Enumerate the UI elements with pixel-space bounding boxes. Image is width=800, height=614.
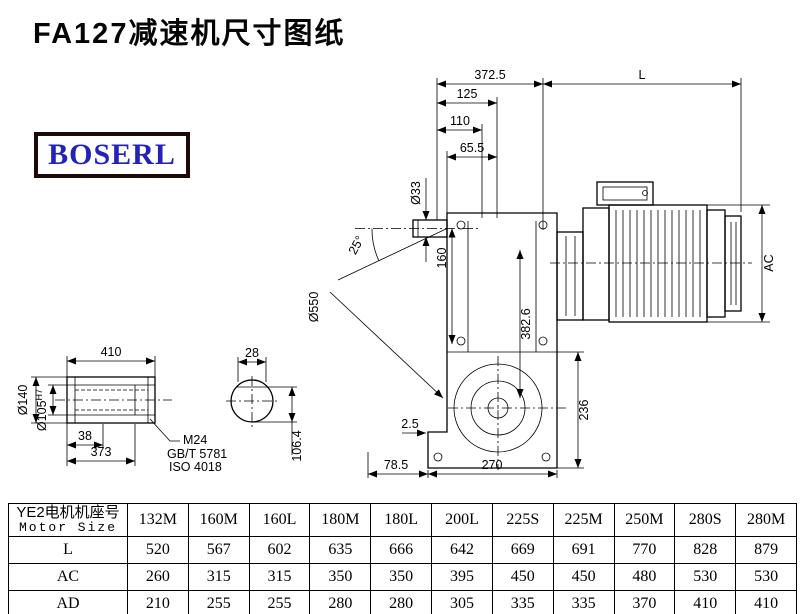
table-header-motor-size: YE2电机机座号 Motor Size bbox=[8, 502, 128, 538]
row-label: AC bbox=[8, 563, 128, 592]
dimension-value: 691 bbox=[552, 536, 615, 565]
table-header-row: YE2电机机座号 Motor Size 132M 160M 160L 180M … bbox=[8, 502, 797, 538]
motor-size-header: 225S bbox=[491, 502, 554, 538]
page-title: FA127减速机尺寸图纸 bbox=[33, 18, 346, 50]
dim-label-L: L bbox=[639, 68, 646, 82]
dimension-value: 450 bbox=[552, 563, 615, 592]
dim-label-372-5: 372.5 bbox=[474, 68, 505, 82]
dimension-value: 666 bbox=[370, 536, 433, 565]
dim-label-373: 373 bbox=[91, 445, 112, 459]
dim-label-dia33: Ø33 bbox=[409, 181, 423, 205]
dimension-value: 255 bbox=[187, 590, 250, 614]
dimension-lines-top: 372.5 L 125 110 65.5 bbox=[436, 68, 742, 230]
dim-label-236: 236 bbox=[577, 400, 591, 421]
label-m24: M24 bbox=[183, 433, 207, 447]
dim-label-dia140: Ø140 bbox=[16, 385, 30, 416]
technical-drawing: 372.5 L 125 110 65.5 Ø33 160 25° Ø550 38… bbox=[16, 68, 776, 478]
motor-size-header: 200L bbox=[431, 502, 493, 538]
boserl-logo-text: BOSERL bbox=[48, 138, 176, 171]
dim-label-AC: AC bbox=[762, 254, 776, 271]
hollow-shaft-detail: 410 Ø140 Ø105H7 38 373 M24 GB/T 5781 ISO… bbox=[16, 345, 227, 474]
gearbox-housing bbox=[355, 212, 566, 470]
dim-label-125: 125 bbox=[457, 87, 478, 101]
dim-label-28: 28 bbox=[245, 346, 259, 360]
motor-size-header: 160L bbox=[248, 502, 311, 538]
dimension-value: 520 bbox=[127, 536, 189, 565]
motor-size-header: 280M bbox=[735, 502, 797, 538]
dim-label-160: 160 bbox=[435, 248, 449, 269]
dimension-value: 602 bbox=[248, 536, 311, 565]
table-row-L: L 520 567 602 635 666 642 669 691 770 82… bbox=[8, 536, 797, 565]
shaft-cross-section: 28 106.4 bbox=[226, 346, 304, 462]
motor-size-header: 250M bbox=[613, 502, 676, 538]
terminal-box bbox=[596, 181, 654, 206]
dimension-value: 335 bbox=[491, 590, 554, 614]
dimension-value: 395 bbox=[431, 563, 493, 592]
motor-size-header: 180L bbox=[370, 502, 433, 538]
dimension-value: 642 bbox=[431, 536, 493, 565]
motor bbox=[550, 181, 752, 323]
motor-size-header: 280S bbox=[674, 502, 737, 538]
dim-label-270: 270 bbox=[482, 458, 503, 472]
dim-label-110: 110 bbox=[450, 114, 470, 128]
dimension-value: 315 bbox=[248, 563, 311, 592]
table-row-AD: AD 210 255 255 280 280 305 335 335 370 4… bbox=[8, 590, 797, 614]
dim-label-dia550: Ø550 bbox=[307, 292, 321, 323]
dimension-value: 335 bbox=[552, 590, 615, 614]
dim-label-25deg: 25° bbox=[346, 233, 367, 256]
dimension-value: 530 bbox=[674, 563, 737, 592]
dimension-value: 210 bbox=[127, 590, 189, 614]
table-row-AC: AC 260 315 315 350 350 395 450 450 480 5… bbox=[8, 563, 797, 592]
dimension-value: 280 bbox=[370, 590, 433, 614]
dimension-value: 828 bbox=[674, 536, 737, 565]
dimension-value: 410 bbox=[674, 590, 737, 614]
dimension-lines-center: Ø33 160 25° Ø550 382.6 AC 236 bbox=[307, 178, 776, 469]
dimension-value: 879 bbox=[735, 536, 797, 565]
dimension-value: 260 bbox=[127, 563, 189, 592]
motor-size-header: 160M bbox=[187, 502, 250, 538]
dimension-value: 315 bbox=[187, 563, 250, 592]
motor-size-label-cn: YE2电机机座号 bbox=[16, 504, 120, 521]
dia105-value: Ø105 bbox=[35, 400, 49, 431]
dim-label-2-5: 2.5 bbox=[401, 417, 418, 431]
row-label: AD bbox=[8, 590, 128, 614]
dimension-value: 450 bbox=[491, 563, 554, 592]
dimension-value: 350 bbox=[370, 563, 433, 592]
motor-size-label-en: Motor Size bbox=[18, 520, 117, 536]
dim-label-dia105H7: Ø105H7 bbox=[34, 389, 49, 431]
dimension-value: 530 bbox=[735, 563, 797, 592]
dimension-value: 567 bbox=[187, 536, 250, 565]
dimension-value: 280 bbox=[309, 590, 372, 614]
dimension-value: 770 bbox=[613, 536, 676, 565]
motor-size-header: 132M bbox=[127, 502, 189, 538]
dim-label-382-6: 382.6 bbox=[519, 308, 533, 339]
dia105-tolerance: H7 bbox=[34, 389, 44, 401]
motor-size-header: 225M bbox=[552, 502, 615, 538]
dimension-value: 350 bbox=[309, 563, 372, 592]
dim-label-38: 38 bbox=[78, 429, 92, 443]
dimension-value: 480 bbox=[613, 563, 676, 592]
label-iso-4018: ISO 4018 bbox=[169, 460, 222, 474]
label-gbt-5781: GB/T 5781 bbox=[167, 447, 227, 461]
dim-label-65-5: 65.5 bbox=[460, 141, 484, 155]
dimension-lines-bottom: 2.5 78.5 270 bbox=[367, 417, 558, 478]
dimension-value: 370 bbox=[613, 590, 676, 614]
dimension-value: 255 bbox=[248, 590, 311, 614]
dimension-value: 669 bbox=[491, 536, 554, 565]
dimension-value: 635 bbox=[309, 536, 372, 565]
dim-label-106-4: 106.4 bbox=[290, 430, 304, 461]
dimension-value: 410 bbox=[735, 590, 797, 614]
row-label: L bbox=[8, 536, 128, 565]
dimension-value: 305 bbox=[431, 590, 493, 614]
dim-label-78-5: 78.5 bbox=[384, 458, 408, 472]
boserl-logo: BOSERL bbox=[34, 132, 190, 178]
motor-size-header: 180M bbox=[309, 502, 372, 538]
dim-label-410: 410 bbox=[101, 345, 122, 359]
motor-dimension-table: YE2电机机座号 Motor Size 132M 160M 160L 180M … bbox=[8, 502, 797, 614]
